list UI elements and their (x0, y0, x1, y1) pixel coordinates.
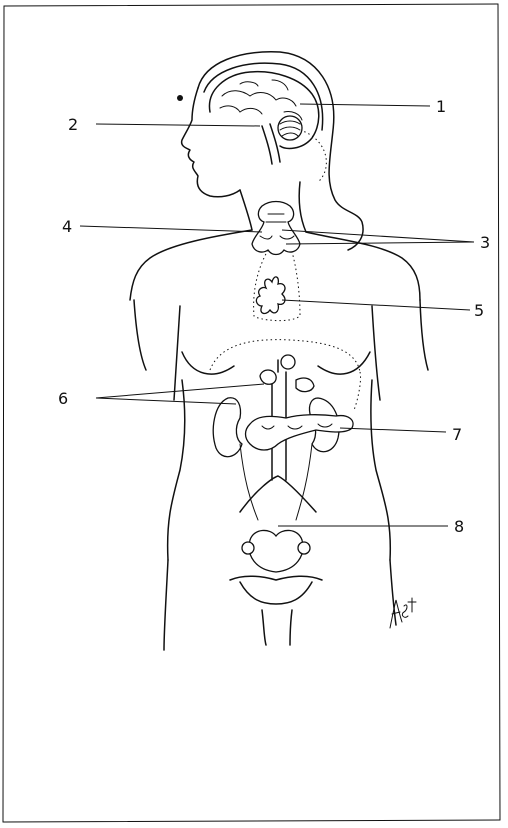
label-3: 3 (480, 233, 490, 252)
label-1: 1 (436, 97, 446, 116)
leader-7 (340, 428, 446, 432)
pelvic-organs (230, 530, 322, 604)
label-7: 7 (452, 425, 462, 444)
leader-6a (96, 384, 264, 398)
label-2: 2 (68, 115, 78, 134)
thyroid-gland (252, 202, 300, 255)
leader-4 (80, 226, 262, 232)
abdominal-organs (213, 355, 353, 520)
leader-3a (282, 230, 474, 242)
number-labels: 1 2 3 4 5 6 7 8 (58, 97, 490, 536)
label-4: 4 (62, 217, 72, 236)
leader-5 (282, 300, 470, 310)
leader-2 (96, 124, 260, 126)
brain (209, 72, 318, 164)
thymus-gland (256, 277, 285, 314)
leader-6b (96, 398, 236, 404)
label-8: 8 (454, 517, 464, 536)
leader-1 (300, 104, 430, 106)
leader-lines (80, 104, 474, 526)
leader-3b (286, 242, 474, 244)
label-6: 6 (58, 389, 68, 408)
ink-dot (177, 95, 183, 101)
label-5: 5 (474, 301, 484, 320)
